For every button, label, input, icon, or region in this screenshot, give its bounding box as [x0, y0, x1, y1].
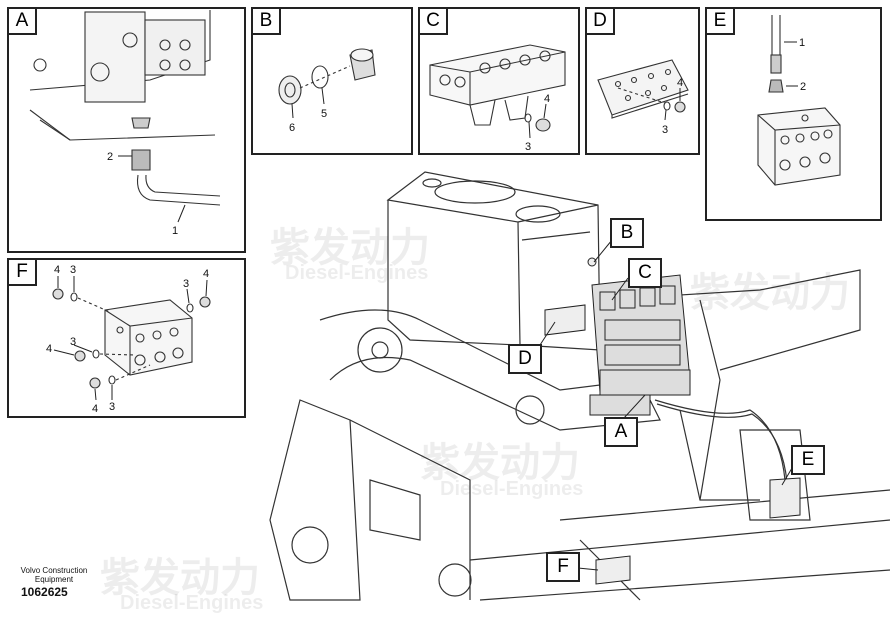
part-number: 3: [525, 141, 531, 153]
part-number: 4: [46, 343, 52, 355]
panel-f-label: F: [9, 260, 37, 286]
document-number: 1062625: [21, 585, 68, 599]
part-number: 4: [544, 93, 550, 105]
callout-b[interactable]: B: [610, 218, 644, 248]
part-number: 3: [70, 264, 76, 276]
part-number: 2: [800, 81, 806, 93]
callout-d[interactable]: D: [508, 344, 542, 374]
part-number: 4: [92, 403, 98, 415]
panel-e-label: E: [707, 9, 735, 35]
part-number: 2: [107, 151, 113, 163]
callout-a[interactable]: A: [604, 417, 638, 447]
part-number: 3: [183, 278, 189, 290]
panel-b-label: B: [253, 9, 281, 35]
panel-c-label: C: [420, 9, 448, 35]
callout-e[interactable]: E: [791, 445, 825, 475]
part-number: 6: [289, 122, 295, 134]
part-number: 1: [799, 37, 805, 49]
brand-caption: Volvo Construction Equipment: [14, 566, 94, 584]
detail-panel-b: B: [251, 7, 413, 155]
panel-d-label: D: [587, 9, 615, 35]
panel-a-label: A: [9, 9, 37, 35]
brand-line-2: Equipment: [34, 575, 74, 584]
part-number: 4: [677, 77, 683, 89]
part-number: 3: [70, 336, 76, 348]
part-number: 3: [662, 124, 668, 136]
part-number: 1: [172, 225, 178, 237]
part-number: 4: [203, 268, 209, 280]
part-number: 5: [321, 108, 327, 120]
callout-f[interactable]: F: [546, 552, 580, 582]
part-number: 4: [54, 264, 60, 276]
callout-c[interactable]: C: [628, 258, 662, 288]
brand-line-1: Volvo Construction: [20, 566, 88, 575]
part-number: 3: [109, 401, 115, 413]
